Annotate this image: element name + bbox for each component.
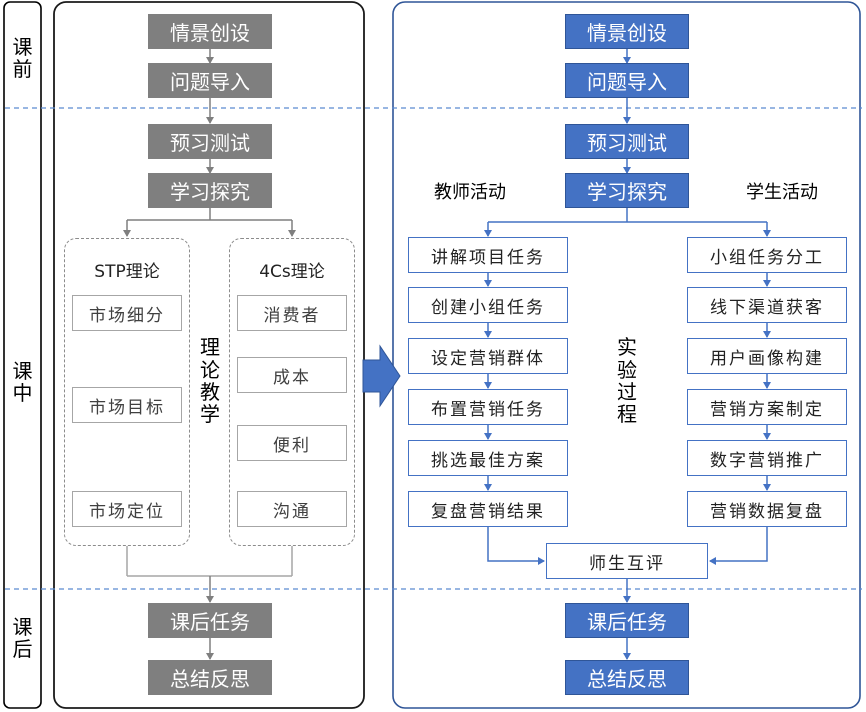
left-step-scenario: 情景创设	[148, 14, 272, 49]
stage-label-in: 课 中	[4, 352, 41, 412]
stp-item-targeting: 市场目标	[72, 387, 182, 423]
right-step-summary-reflection: 总结反思	[565, 660, 689, 695]
stage-label-pre: 课 前	[4, 28, 41, 88]
peer-review-box: 师生互评	[546, 543, 708, 579]
student-item-digital-promotion: 数字营销推广	[687, 440, 847, 476]
right-panel-frame	[392, 1, 861, 709]
transition-arrow	[362, 344, 401, 408]
stage-char: 课	[12, 614, 33, 639]
teacher-item-select-best-plan: 挑选最佳方案	[408, 440, 568, 476]
student-item-data-review: 营销数据复盘	[687, 491, 847, 527]
left-step-preview-test: 预习测试	[148, 124, 272, 159]
4cs-item-consumer: 消费者	[237, 295, 347, 331]
4cs-theory-title: 4Cs理论	[259, 261, 325, 282]
experiment-process-label: 实 验 过 程	[613, 326, 641, 436]
teacher-item-assign-marketing-task: 布置营销任务	[408, 389, 568, 425]
stage-char: 课	[12, 34, 33, 59]
teacher-item-set-target-group: 设定营销群体	[408, 338, 568, 374]
right-step-scenario: 情景创设	[565, 14, 689, 49]
student-item-offline-acquisition: 线下渠道获客	[687, 287, 847, 323]
stage-frame	[3, 1, 42, 709]
left-step-summary-reflection: 总结反思	[148, 660, 272, 695]
teacher-item-create-group-task: 创建小组任务	[408, 287, 568, 323]
student-activity-label: 学生活动	[746, 182, 818, 203]
label-char: 理	[200, 335, 220, 360]
right-step-preview-test: 预习测试	[565, 124, 689, 159]
right-step-after-class-task: 课后任务	[565, 603, 689, 638]
label-char: 程	[617, 402, 637, 427]
4cs-theory-group	[229, 238, 355, 546]
stage-char: 前	[12, 57, 33, 81]
stage-char: 课	[12, 358, 33, 383]
stage-char: 中	[12, 381, 33, 405]
student-item-marketing-plan: 营销方案制定	[687, 389, 847, 425]
label-char: 论	[200, 357, 220, 382]
stp-theory-title: STP理论	[94, 261, 160, 282]
right-step-question-intro: 问题导入	[565, 63, 689, 98]
label-char: 教	[200, 380, 220, 404]
label-char: 验	[617, 357, 637, 382]
teacher-activity-label: 教师活动	[434, 182, 506, 203]
label-char: 学	[200, 402, 220, 427]
student-item-user-persona: 用户画像构建	[687, 338, 847, 374]
4cs-item-communication: 沟通	[237, 491, 347, 527]
stp-item-positioning: 市场定位	[72, 491, 182, 527]
left-panel-frame	[53, 1, 365, 709]
left-step-learning-exploration: 学习探究	[148, 173, 272, 208]
stage-char: 后	[12, 637, 33, 661]
stp-item-segmentation: 市场细分	[72, 295, 182, 331]
left-step-question-intro: 问题导入	[148, 63, 272, 98]
teacher-item-review-results: 复盘营销结果	[408, 491, 568, 527]
4cs-item-cost: 成本	[237, 357, 347, 393]
theory-teaching-label: 理 论 教 学	[196, 326, 224, 436]
student-item-group-division: 小组任务分工	[687, 237, 847, 273]
left-step-after-class-task: 课后任务	[148, 603, 272, 638]
stage-label-post: 课 后	[4, 608, 41, 668]
label-char: 实	[617, 335, 637, 360]
teacher-item-explain-project: 讲解项目任务	[408, 237, 568, 273]
right-step-learning-exploration: 学习探究	[565, 173, 689, 208]
4cs-item-convenience: 便利	[237, 425, 347, 461]
label-char: 过	[617, 380, 637, 404]
stp-theory-group	[64, 238, 190, 546]
